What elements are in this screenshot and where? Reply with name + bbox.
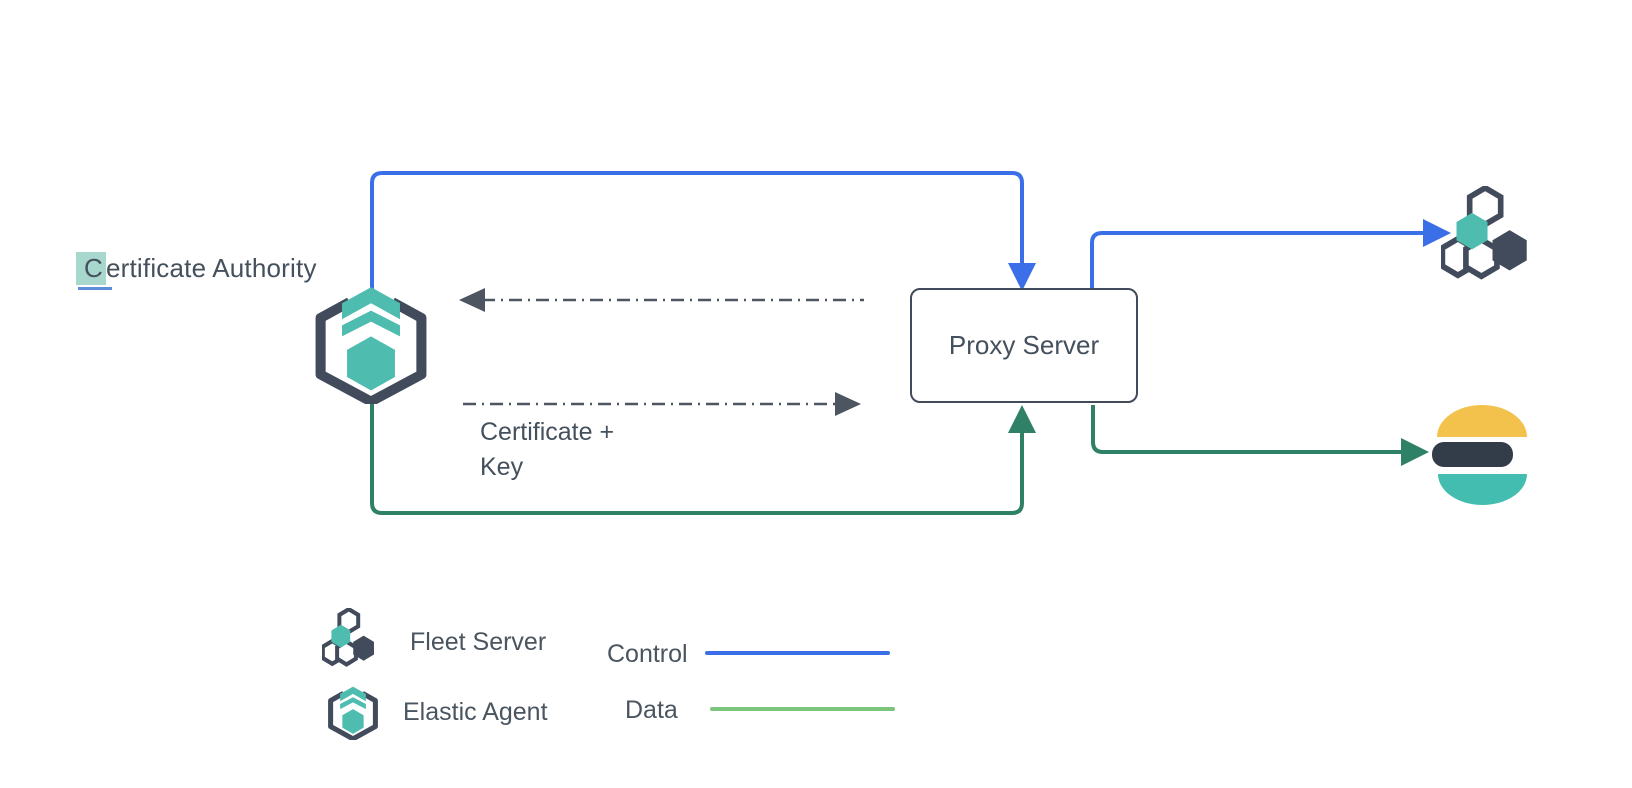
agent-chevron-bottom	[342, 310, 400, 337]
dashed-arrow-proxy-to-agent	[459, 288, 864, 312]
legend-elastic-agent-icon	[328, 686, 378, 740]
dashed-arrowhead-right	[835, 392, 861, 416]
control-arrowhead-into-proxy	[1008, 263, 1036, 291]
control-line-proxy-to-fleet	[1090, 219, 1451, 289]
elasticsearch-icon	[1432, 403, 1528, 505]
data-line-proxy-to-elasticsearch	[1091, 405, 1429, 466]
data-arrowhead-into-proxy	[1008, 405, 1036, 433]
elasticsearch-teal-segment	[1438, 474, 1527, 505]
control-arrowhead-into-fleet	[1423, 219, 1451, 247]
legend-fleet-server-icon	[322, 608, 374, 667]
legend-data-label: Data	[625, 696, 678, 724]
legend-control-label: Control	[607, 640, 688, 668]
elastic-agent-icon	[315, 287, 427, 404]
text-selection-highlight: C	[76, 252, 106, 285]
dashed-arrow-certificate-key	[463, 392, 861, 416]
agent-core-hexagon	[347, 336, 395, 391]
text-cursor-underline	[78, 287, 112, 290]
legend-data-line-swatch	[710, 707, 895, 711]
elasticsearch-dark-bar	[1432, 442, 1513, 467]
fleet-server-icon	[1441, 186, 1527, 280]
legend-elastic-agent-label: Elastic Agent	[403, 698, 548, 726]
legend-fleet-server-label: Fleet Server	[410, 628, 547, 656]
legend-control-line-swatch	[705, 651, 890, 655]
dashed-arrowhead-left	[459, 288, 485, 312]
agent-chevron-top	[342, 287, 400, 320]
proxy-server-box: Proxy Server	[910, 288, 1138, 403]
elasticsearch-yellow-segment	[1437, 405, 1527, 437]
control-line-agent-to-proxy	[370, 171, 1036, 292]
data-arrowhead-into-elasticsearch	[1401, 438, 1429, 466]
certificate-key-label: Certificate + Key	[480, 418, 615, 481]
proxy-server-label: Proxy Server	[948, 330, 1100, 360]
data-line-agent-to-proxy	[370, 398, 1036, 515]
